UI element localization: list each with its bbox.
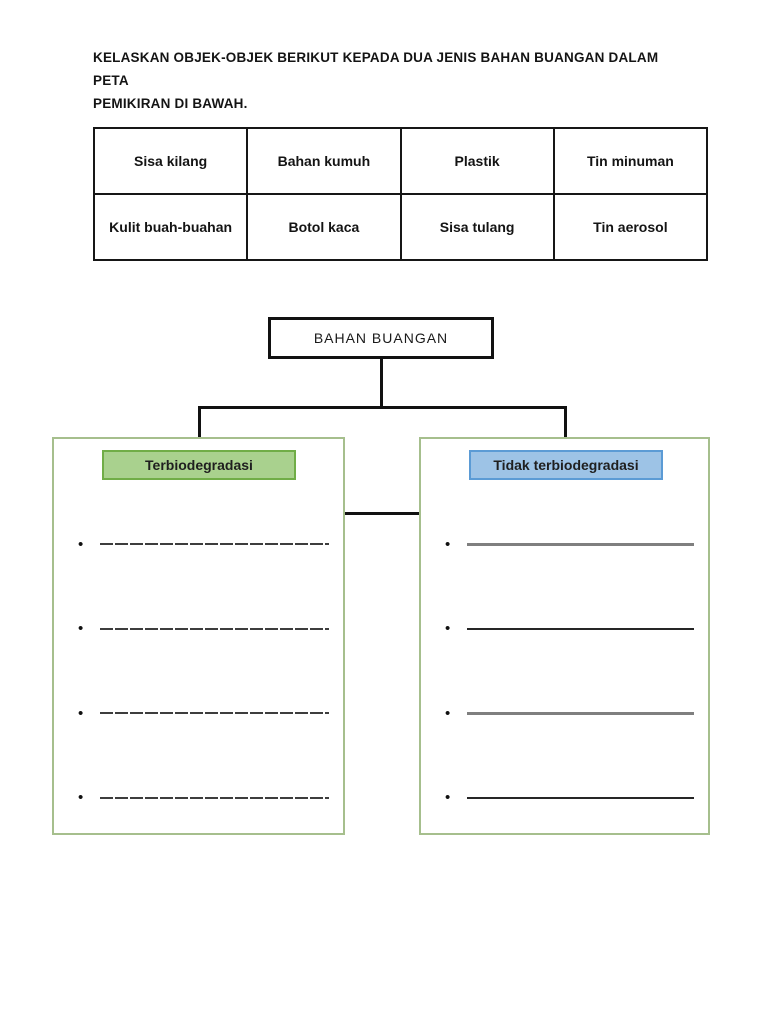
table-cell: Botol kaca (246, 193, 402, 261)
bullet-icon: • (78, 704, 84, 722)
connector-line-between-boxes (345, 512, 419, 515)
root-node-bahan-buangan: BAHAN BUANGAN (268, 317, 494, 359)
answer-blank-underscore-line (467, 542, 694, 546)
blank-answer-line: • (78, 703, 329, 723)
blank-answer-line: • (445, 788, 694, 808)
blank-answer-line: • (445, 534, 694, 554)
answer-blank-underscore-line (467, 627, 694, 630)
connector-line-horizontal (198, 406, 567, 409)
biodegradable-header-label: Terbiodegradasi (145, 457, 253, 473)
answer-blank-underscore-line (100, 543, 329, 545)
non-biodegradable-box: Tidak terbiodegradasi • • • • (419, 437, 710, 835)
table-cell: Tin minuman (552, 127, 709, 195)
table-cell: Sisa tulang (399, 193, 555, 261)
bullet-icon: • (445, 620, 451, 638)
blank-answer-line: • (78, 788, 329, 808)
non-biodegradable-answer-lines: • • • • (445, 534, 694, 808)
connector-line-right-drop (564, 406, 567, 438)
connector-line-left-drop (198, 406, 201, 438)
biodegradable-box: Terbiodegradasi • • • • (52, 437, 345, 835)
table-cell: Kulit buah-buahan (92, 193, 249, 261)
table-row: Kulit buah-buahan Botol kaca Sisa tulang… (92, 193, 709, 261)
answer-blank-underscore-line (100, 712, 329, 715)
answer-blank-underscore-line (467, 796, 694, 799)
objects-table: Sisa kilang Bahan kumuh Plastik Tin minu… (92, 127, 709, 261)
answer-blank-underscore-line (467, 711, 694, 715)
table-cell: Plastik (399, 127, 555, 195)
table-cell: Sisa kilang (92, 127, 249, 195)
instruction-line-2: PEMIKIRAN DI BAWAH. (93, 96, 248, 111)
bullet-icon: • (78, 789, 84, 807)
bullet-icon: • (445, 789, 451, 807)
non-biodegradable-header: Tidak terbiodegradasi (469, 450, 663, 480)
root-node-label: BAHAN BUANGAN (313, 330, 449, 346)
non-biodegradable-header-label: Tidak terbiodegradasi (493, 457, 639, 473)
instruction-text: KELASKAN OBJEK-OBJEK BERIKUT KEPADA DUA … (93, 46, 693, 115)
bullet-icon: • (78, 535, 84, 553)
biodegradable-header: Terbiodegradasi (102, 450, 296, 480)
answer-blank-underscore-line (100, 627, 329, 630)
table-cell: Tin aerosol (552, 193, 709, 261)
instruction-line-1: KELASKAN OBJEK-OBJEK BERIKUT KEPADA DUA … (93, 50, 659, 88)
blank-answer-line: • (445, 703, 694, 723)
bullet-icon: • (445, 535, 451, 553)
bullet-icon: • (445, 704, 451, 722)
bullet-icon: • (78, 620, 84, 638)
blank-answer-line: • (78, 534, 329, 554)
connector-line-root-vertical (380, 359, 383, 408)
answer-blank-underscore-line (100, 796, 329, 799)
blank-answer-line: • (445, 619, 694, 639)
table-cell: Bahan kumuh (246, 127, 402, 195)
biodegradable-answer-lines: • • • • (78, 534, 329, 808)
blank-answer-line: • (78, 619, 329, 639)
table-row: Sisa kilang Bahan kumuh Plastik Tin minu… (92, 127, 709, 195)
